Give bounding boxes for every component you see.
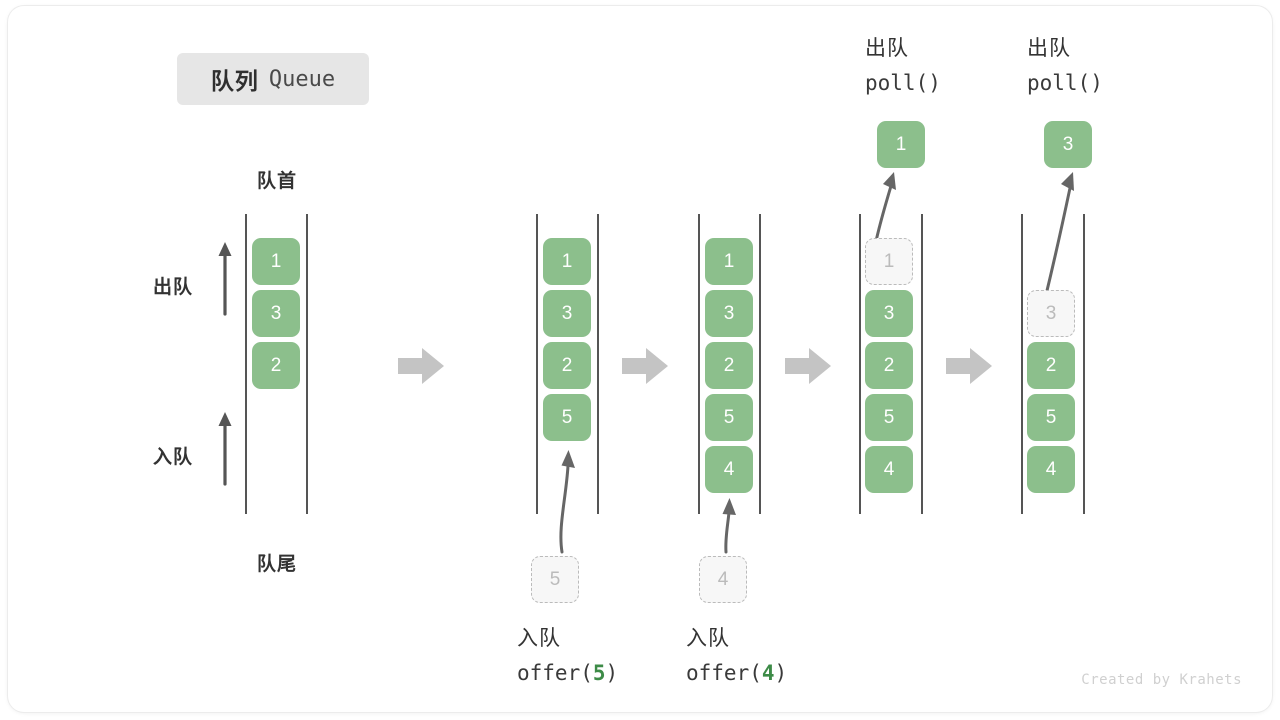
queue-head-label: 队首 — [256, 171, 297, 192]
rail-left-stage3 — [698, 214, 700, 514]
rail-right-stage4 — [921, 214, 923, 514]
operation-label-offer5: 入队 offer(5) — [517, 622, 618, 690]
rail-right-stage1 — [306, 214, 308, 514]
queue-cell: 1 — [705, 238, 753, 285]
queue-cell: 3 — [543, 290, 591, 337]
queue-cell: 2 — [543, 342, 591, 389]
flow-arrow-icon — [398, 346, 444, 386]
enqueue-arrow-icon — [214, 408, 236, 486]
popped-cell: 1 — [877, 121, 925, 168]
operation-code: offer(4) — [686, 661, 788, 685]
title-badge: 队列 Queue — [177, 53, 369, 105]
queue-cell: 1 — [543, 238, 591, 285]
rail-left-stage5 — [1021, 214, 1023, 514]
offer-arrow-icon — [544, 442, 584, 554]
offer-arrow-icon — [710, 494, 750, 554]
flow-arrow-icon — [785, 346, 831, 386]
enqueue-label: 入队 — [153, 447, 194, 468]
queue-cell: 2 — [865, 342, 913, 389]
operation-name: 入队 — [517, 627, 561, 650]
queue-tail-label: 队尾 — [256, 554, 297, 575]
ghost-cell-offer: 4 — [699, 556, 747, 603]
poll-arrow-icon — [1028, 166, 1088, 301]
operation-name: 出队 — [865, 37, 909, 60]
ghost-cell-polled: 1 — [865, 238, 913, 285]
queue-cell: 2 — [1027, 342, 1075, 389]
rail-right-stage5 — [1083, 214, 1085, 514]
rail-left-stage1 — [245, 214, 247, 514]
operation-label-offer4: 入队 offer(4) — [686, 622, 787, 690]
operation-name: 出队 — [1027, 37, 1071, 60]
credit-text: Created by Krahets — [1081, 672, 1242, 688]
queue-cell: 5 — [1027, 394, 1075, 441]
queue-cell: 2 — [705, 342, 753, 389]
rail-right-stage3 — [759, 214, 761, 514]
queue-cell-new: 5 — [543, 394, 591, 441]
popped-cell: 3 — [1044, 121, 1092, 168]
queue-cell: 5 — [865, 394, 913, 441]
flow-arrow-icon — [622, 346, 668, 386]
operation-label-poll-1: 出队 poll() — [865, 32, 941, 100]
queue-cell-new: 4 — [705, 446, 753, 493]
ghost-cell-offer: 5 — [531, 556, 579, 603]
dequeue-label: 出队 — [153, 277, 194, 298]
diagram-card: 队列 Queue 队首 队尾 出队 入队 1 3 2 — [8, 6, 1272, 712]
operation-label-poll-3: 出队 poll() — [1027, 32, 1103, 100]
queue-cell: 1 — [252, 238, 300, 285]
operation-code: poll() — [865, 71, 941, 95]
poll-arrow-icon — [863, 166, 913, 248]
rail-left-stage4 — [859, 214, 861, 514]
ghost-cell-polled: 3 — [1027, 290, 1075, 337]
queue-cell: 2 — [252, 342, 300, 389]
operation-argument: 5 — [592, 661, 606, 685]
title-english: Queue — [268, 66, 336, 92]
flow-arrow-icon — [946, 346, 992, 386]
queue-cell: 4 — [865, 446, 913, 493]
operation-name: 入队 — [686, 627, 730, 650]
rail-left-stage2 — [536, 214, 538, 514]
queue-cell: 3 — [252, 290, 300, 337]
rail-right-stage2 — [597, 214, 599, 514]
operation-code: offer(5) — [517, 661, 619, 685]
dequeue-arrow-icon — [214, 238, 236, 316]
queue-cell: 3 — [865, 290, 913, 337]
title-chinese: 队列 — [210, 68, 259, 94]
operation-argument: 4 — [761, 661, 775, 685]
queue-cell: 5 — [705, 394, 753, 441]
operation-code: poll() — [1027, 71, 1103, 95]
queue-cell: 3 — [705, 290, 753, 337]
queue-cell: 4 — [1027, 446, 1075, 493]
